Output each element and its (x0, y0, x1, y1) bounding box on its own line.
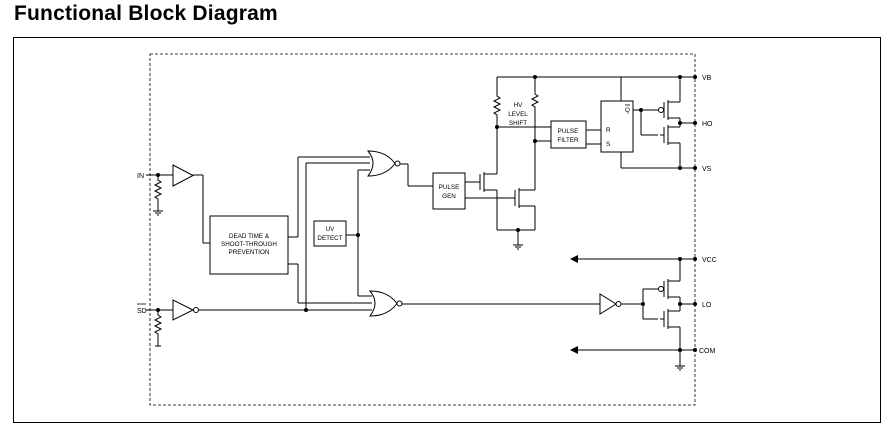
latch-q-label: Q (625, 107, 630, 114)
junction-dots (156, 75, 697, 352)
com-arrow-icon (570, 346, 578, 354)
pin-com-label: COM (699, 348, 716, 355)
diagram-title: Functional Block Diagram (14, 2, 278, 25)
sd-buffer (172, 299, 199, 321)
ic-boundary (149, 53, 696, 406)
latch-s-label: S (606, 141, 610, 148)
dead-time-line3: PREVENTION (229, 249, 270, 256)
pin-lo-label: LO (702, 302, 712, 309)
pin-sd-label: SD (137, 308, 147, 315)
dead-time-block (209, 215, 289, 275)
low-side-output-stage (658, 259, 681, 366)
pin-in-label: IN (137, 173, 144, 180)
hv-level-shift-line3: SHIFT (509, 120, 527, 127)
lo-driver-buffer (599, 293, 622, 315)
diagram-frame (13, 37, 881, 423)
pulse-gen-line2: GEN (442, 193, 456, 200)
pin-vs-label: VS (702, 166, 712, 173)
pin-vcc-label: VCC (702, 257, 717, 264)
pin-ho-label: HO (702, 121, 713, 128)
hv-level-shift-line2: LEVEL (508, 111, 528, 118)
dead-time-line2: SHOOT-THROUGH (221, 241, 277, 248)
pulse-filter-block (550, 120, 587, 149)
uv-detect-line2: DETECT (317, 235, 342, 242)
upper-nor-gate (366, 150, 401, 177)
pulse-gen-line1: PULSE (439, 184, 460, 191)
pulse-filter-line1: PULSE (558, 128, 579, 135)
pulse-gen-block (432, 172, 466, 210)
high-side-output-stage (658, 77, 681, 168)
latch-r-label: R (606, 127, 611, 134)
in-buffer (172, 164, 195, 187)
dead-time-line1: DEAD TIME & (229, 233, 270, 240)
hv-level-shift-line1: HV (514, 102, 524, 109)
rs-latch-block (600, 100, 634, 153)
pulse-filter-line2: FILTER (557, 137, 579, 144)
uv-detect-line1: UV (326, 226, 336, 233)
pin-vb-label: VB (702, 75, 712, 82)
uv-detect-block (313, 220, 347, 247)
lower-nor-gate (368, 290, 403, 317)
vcc-arrow-icon (570, 255, 578, 263)
